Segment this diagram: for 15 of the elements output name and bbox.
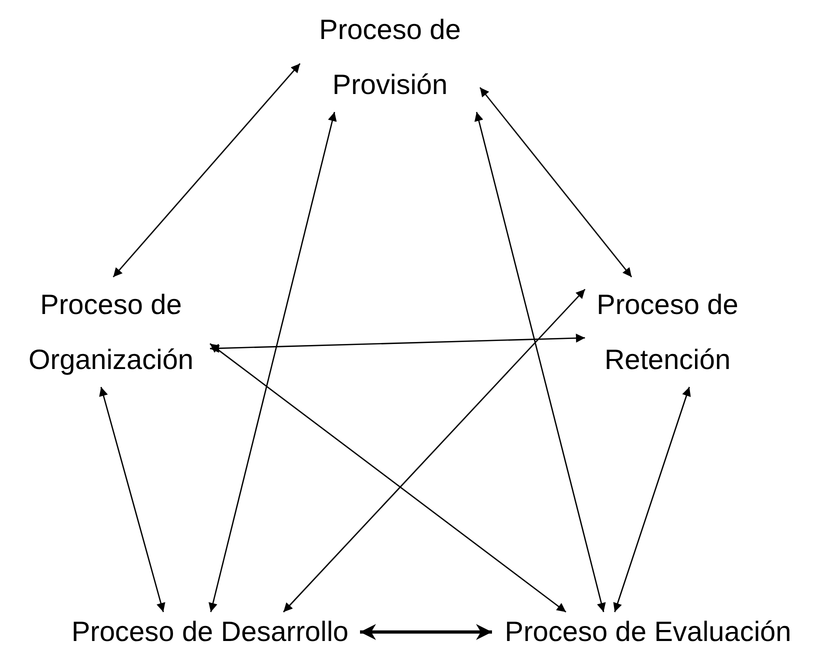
double-arrow xyxy=(210,343,566,613)
double-arrow xyxy=(112,63,300,278)
double-arrow xyxy=(210,334,586,353)
process-label: Proceso de Evaluación xyxy=(504,615,792,649)
double-arrow xyxy=(208,112,337,612)
double-arrow xyxy=(99,386,166,612)
process-label: Proceso de Retención xyxy=(596,288,740,377)
double-arrow xyxy=(282,288,586,612)
process-label: Proceso de Organización xyxy=(28,288,194,377)
double-arrow xyxy=(613,386,691,612)
process-label: Proceso de Desarrollo xyxy=(71,615,349,649)
double-arrow xyxy=(360,624,492,640)
process-label: Proceso de Provisión xyxy=(318,13,462,102)
double-arrow xyxy=(480,87,632,278)
double-arrow xyxy=(474,112,606,612)
